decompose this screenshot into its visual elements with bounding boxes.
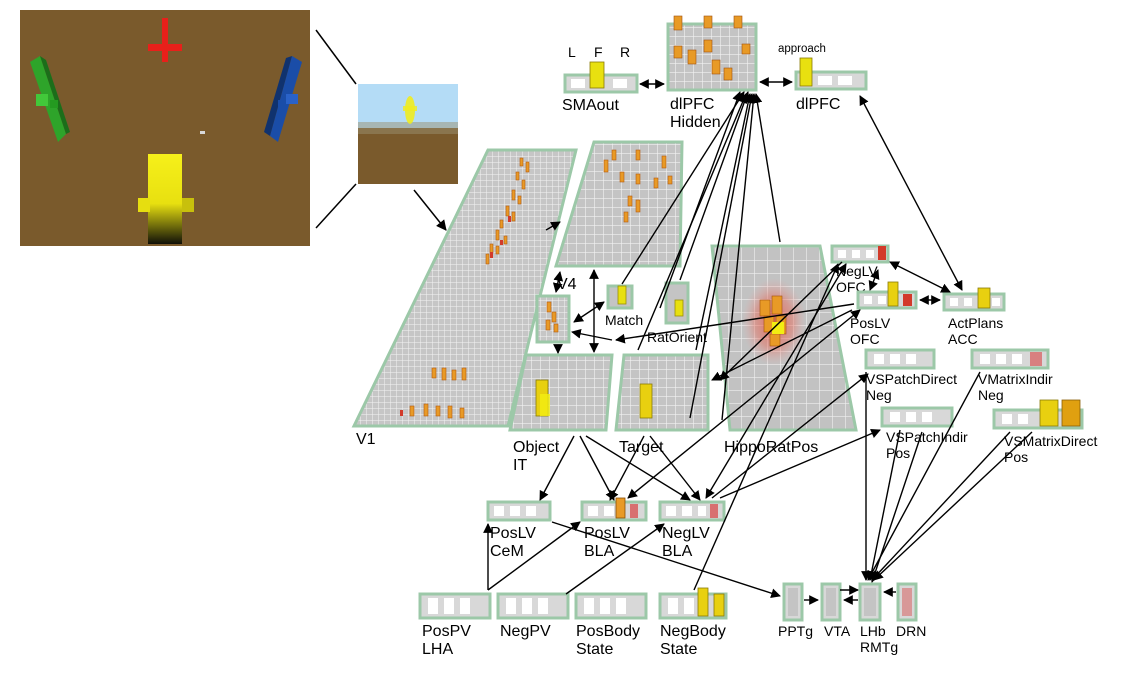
label-vspatchdirect-neg-1: VSPatchDirect <box>866 371 957 387</box>
layer-v4: V4 <box>553 140 684 293</box>
layer-vmatrixindir-neg: VMatrixIndir Neg <box>970 348 1053 403</box>
layer-pospv-lha: PosPV LHA <box>418 592 492 658</box>
label-vsmatrixdirect-pos-1: VSMatrixDirect <box>1004 433 1097 449</box>
layer-lhb-rmtg: LHb RMTg <box>858 582 898 655</box>
layer-dlpfc-hidden: dlPFC Hidden <box>666 15 758 131</box>
label-smaout: SMAout <box>562 97 619 114</box>
layer-negpv: NegPV <box>496 592 570 640</box>
label-vmatrixindir-neg-1: VMatrixIndir <box>978 371 1053 387</box>
label-dlpfc: dlPFC <box>796 96 840 113</box>
label-negpv: NegPV <box>500 623 551 640</box>
label-hipporatpos: HippoRatPos <box>724 439 818 456</box>
layer-smaout: L F R SMAout <box>562 44 639 114</box>
sma-unit-f: F <box>594 44 603 60</box>
layer-neglv-ofc: NegLV OFC <box>830 244 890 295</box>
layer-hipporatpos: HippoRatPos <box>710 244 858 456</box>
layer-pptg: PPTg <box>778 582 813 639</box>
label-v1: V1 <box>356 431 376 448</box>
label-lhb: LHb <box>860 623 886 639</box>
label-vsmatrixdirect-pos-2: Pos <box>1004 449 1028 465</box>
label-poslv-cem-1: PosLV <box>490 525 536 542</box>
label-posbody-state-1: PosBody <box>576 623 640 640</box>
layer-v1: V1 <box>351 148 578 448</box>
label-negbody-state-1: NegBody <box>660 623 726 640</box>
label-dlpfc-hidden-2: Hidden <box>670 114 721 131</box>
agent-marker <box>200 131 205 134</box>
label-poslv-cem-2: CeM <box>490 543 524 560</box>
yellow-object <box>138 154 194 244</box>
layer-neglv-bla: NegLV BLA <box>658 500 726 560</box>
world-view-panel <box>20 10 310 246</box>
layer-posbody-state: PosBody State <box>574 592 648 658</box>
label-match: Match <box>605 312 643 328</box>
layer-vspatchdirect-neg: VSPatchDirect Neg <box>864 348 957 403</box>
label-drn: DRN <box>896 623 926 639</box>
layer-actplans-acc: ActPlans ACC <box>942 287 1006 347</box>
layer-vta: VTA <box>820 582 851 639</box>
label-actplans-acc-1: ActPlans <box>948 315 1003 331</box>
label-neglv-bla-1: NegLV <box>662 525 710 542</box>
red-cross-object <box>148 18 182 62</box>
blue-object <box>264 56 302 142</box>
layer-match: Match <box>605 284 643 328</box>
label-dlpfc-hidden-1: dlPFC <box>670 96 714 113</box>
label-posbody-state-2: State <box>576 641 613 658</box>
sma-unit-l: L <box>568 44 576 60</box>
label-poslv-bla-2: BLA <box>584 543 615 560</box>
layer-small-v4-sub <box>535 294 571 344</box>
green-object <box>30 56 70 142</box>
label-pospv-lha-2: LHA <box>422 641 453 658</box>
label-it: IT <box>513 457 527 474</box>
label-poslv-ofc-2: OFC <box>850 331 880 347</box>
label-rmtg: RMTg <box>860 639 898 655</box>
label-poslv-ofc-1: PosLV <box>850 315 891 331</box>
layer-dlpfc: approach dlPFC <box>778 43 868 113</box>
label-v4: V4 <box>557 276 577 293</box>
retina-view-panel <box>358 84 458 184</box>
label-vta: VTA <box>824 623 851 639</box>
layer-poslv-ofc: PosLV OFC <box>850 281 918 347</box>
label-vspatchindir-pos-2: Pos <box>886 445 910 461</box>
layer-ratorient: RatOrient <box>647 281 707 345</box>
dlpfc-unit-approach: approach <box>778 43 826 55</box>
layer-negbody-state: NegBody State <box>658 587 728 658</box>
layer-drn: DRN <box>896 582 926 639</box>
sma-unit-r: R <box>620 44 630 60</box>
connections <box>483 77 1033 605</box>
label-pospv-lha-1: PosPV <box>422 623 471 640</box>
layer-object-it: Object IT <box>508 353 614 474</box>
label-object: Object <box>513 439 560 456</box>
layer-poslv-cem: PosLV CeM <box>486 500 552 560</box>
label-actplans-acc-2: ACC <box>948 331 978 347</box>
label-vmatrixindir-neg-2: Neg <box>978 387 1004 403</box>
label-poslv-bla-1: PosLV <box>584 525 630 542</box>
layer-target: Target <box>614 353 710 456</box>
label-negbody-state-2: State <box>660 641 697 658</box>
layer-poslv-bla: PosLV BLA <box>580 497 648 560</box>
label-vspatchdirect-neg-2: Neg <box>866 387 892 403</box>
label-pptg: PPTg <box>778 623 813 639</box>
label-neglv-bla-2: BLA <box>662 543 693 560</box>
